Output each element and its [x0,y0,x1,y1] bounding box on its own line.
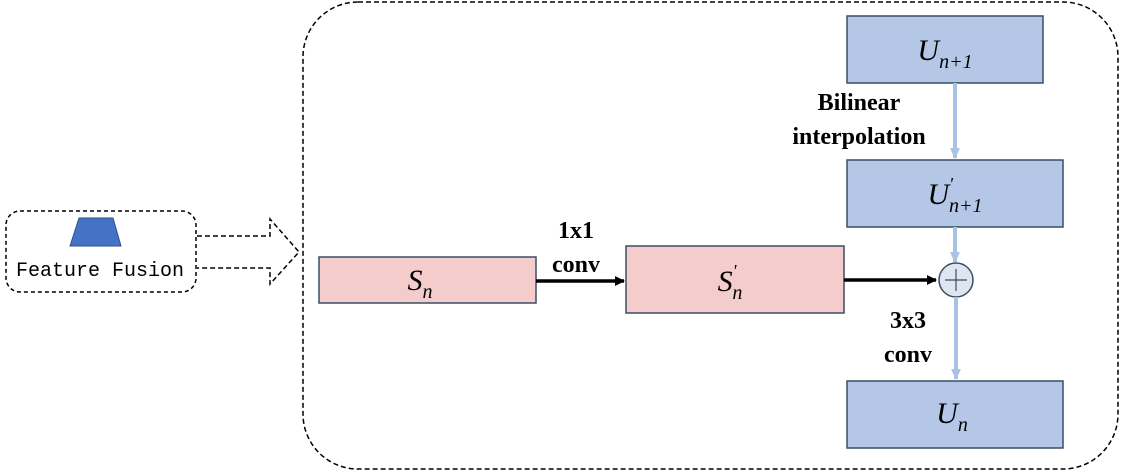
trapezoid-icon [69,217,122,247]
node-u-n: Un [846,380,1064,449]
svg-text:Un+1: Un+1 [917,34,972,73]
expand-arrow [197,217,301,286]
node-u-n1: Un+1 [846,15,1044,84]
conv3x3-label-1: 3x3 [890,308,926,334]
module-label: Feature Fusion [16,260,184,283]
node-u-n1-prime: U'n+1 [846,159,1064,228]
svg-text:Sn: Sn [408,264,433,303]
node-s-n: Sn [318,256,537,304]
svg-text:U'n+1: U'n+1 [927,174,982,217]
conv3x3-label-2: conv [884,342,932,368]
add-operator-icon [938,262,974,298]
bilinear-label-2: interpolation [792,124,925,150]
svg-text:Un: Un [936,397,968,436]
svg-text:S'n: S'n [718,261,743,304]
conv1x1-label-2: conv [552,252,600,278]
module-box [5,210,197,293]
bilinear-label-1: Bilinear [818,90,901,116]
node-s-n-prime: S'n [625,245,845,314]
detail-container [302,1,1119,470]
conv1x1-label-1: 1x1 [558,218,594,244]
